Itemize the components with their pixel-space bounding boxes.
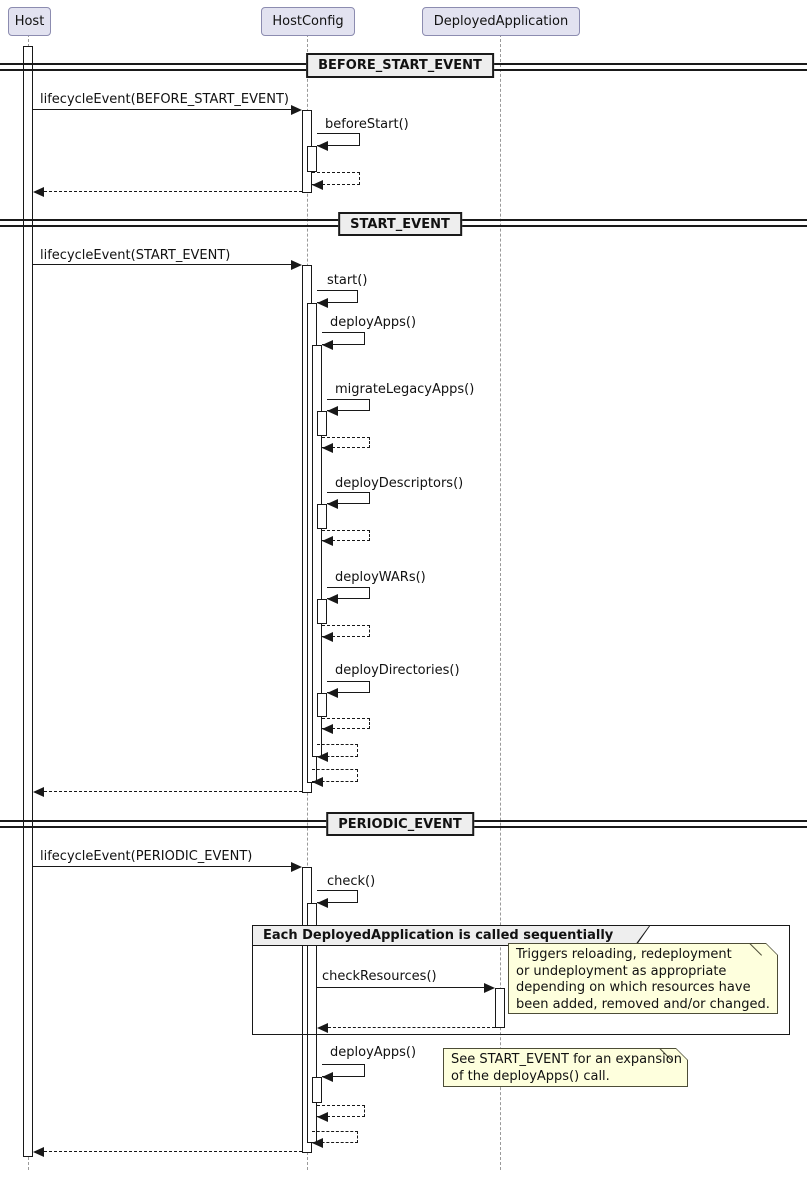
arrowhead-icon	[317, 1023, 328, 1033]
arrowhead-icon	[317, 752, 328, 762]
message-label: deployApps()	[330, 315, 417, 330]
group-frame-label: Each DeployedApplication is called seque…	[263, 928, 614, 943]
self-return-arrow	[317, 744, 358, 757]
message-arrow	[33, 109, 291, 110]
arrowhead-icon	[312, 180, 323, 190]
arrowhead-icon	[317, 898, 328, 908]
group-frame-header: Each DeployedApplication is called seque…	[253, 926, 650, 946]
lifeline-deployedapplication	[500, 34, 501, 1170]
divider-before-start-event: BEFORE_START_EVENT	[306, 53, 494, 78]
message-label: deployDirectories()	[335, 663, 460, 678]
activation-bar	[495, 988, 505, 1028]
self-message-arrow	[327, 681, 370, 693]
arrowhead-icon	[322, 632, 333, 642]
note-fill	[444, 1049, 687, 1086]
divider-label: START_EVENT	[350, 216, 450, 232]
self-return-arrow	[312, 769, 358, 782]
activation-bar	[317, 504, 327, 529]
message-arrow	[33, 866, 291, 867]
arrowhead-icon	[322, 1072, 333, 1082]
message-label: check()	[327, 874, 376, 889]
participant-deployedapplication-label: DeployedApplication	[433, 14, 569, 29]
arrowhead-icon	[484, 983, 495, 993]
self-message-arrow	[327, 587, 370, 599]
self-return-arrow	[322, 530, 370, 541]
activation-bar-host	[23, 46, 33, 1157]
activation-bar	[307, 146, 317, 172]
message-label: checkResources()	[322, 969, 437, 984]
arrowhead-icon	[33, 787, 44, 797]
activation-bar	[317, 411, 327, 436]
self-return-arrow	[322, 718, 370, 729]
message-arrow	[317, 987, 484, 988]
note-deploy-apps: See START_EVENT for an expansion of the …	[443, 1048, 688, 1087]
self-return-arrow	[312, 1131, 358, 1143]
note-text: See START_EVENT for an expansion of the …	[451, 1052, 682, 1084]
return-arrow	[44, 791, 302, 792]
divider-start-event: START_EVENT	[338, 212, 462, 236]
arrowhead-icon	[322, 724, 333, 734]
participant-host: Host	[8, 7, 51, 36]
message-label: beforeStart()	[325, 117, 409, 132]
message-label: deployDescriptors()	[335, 476, 464, 491]
participant-hostconfig-label: HostConfig	[272, 14, 344, 29]
participant-deployedapplication: DeployedApplication	[422, 7, 580, 36]
message-label: deployWARs()	[335, 570, 426, 585]
message-label: migrateLegacyApps()	[335, 382, 475, 397]
arrowhead-icon	[317, 141, 328, 151]
arrowhead-icon	[322, 340, 333, 350]
arrowhead-icon	[322, 536, 333, 546]
arrowhead-icon	[327, 499, 338, 509]
message-label: deployApps()	[330, 1045, 417, 1060]
participant-host-label: Host	[14, 14, 45, 29]
message-arrow	[33, 264, 291, 265]
arrowhead-icon	[33, 1147, 44, 1157]
self-message-arrow	[317, 133, 360, 146]
divider-label: BEFORE_START_EVENT	[318, 58, 482, 73]
group-frame-header-fill	[253, 926, 649, 945]
self-message-arrow	[317, 290, 358, 303]
self-return-arrow	[322, 625, 370, 637]
arrowhead-icon	[317, 1112, 328, 1122]
self-message-arrow	[322, 332, 365, 345]
self-return-arrow	[312, 172, 360, 185]
arrowhead-icon	[327, 688, 338, 698]
divider-periodic-event: PERIODIC_EVENT	[326, 812, 474, 836]
return-arrow	[44, 1151, 302, 1152]
self-message-arrow	[317, 890, 358, 903]
note-check-resources: Triggers reloading, redeployment or unde…	[508, 943, 778, 1014]
arrowhead-icon	[312, 777, 323, 787]
arrowhead-icon	[291, 105, 302, 115]
return-arrow	[44, 191, 302, 192]
message-label: lifecycleEvent(START_EVENT)	[40, 248, 231, 263]
arrowhead-icon	[327, 594, 338, 604]
group-frame: Each DeployedApplication is called seque…	[252, 925, 790, 1035]
arrowhead-icon	[322, 443, 333, 453]
self-message-arrow	[327, 399, 370, 411]
arrowhead-icon	[317, 298, 328, 308]
participant-hostconfig: HostConfig	[261, 7, 355, 36]
activation-bar	[317, 599, 327, 624]
self-return-arrow	[322, 437, 370, 448]
message-label: lifecycleEvent(BEFORE_START_EVENT)	[40, 92, 289, 107]
message-label: start()	[327, 273, 368, 288]
activation-bar	[317, 693, 327, 717]
arrowhead-icon	[291, 862, 302, 872]
return-arrow	[328, 1027, 495, 1028]
activation-bar	[312, 1077, 322, 1103]
self-message-arrow	[327, 492, 370, 504]
arrowhead-icon	[312, 1138, 323, 1148]
arrowhead-icon	[33, 187, 44, 197]
arrowhead-icon	[327, 406, 338, 416]
divider-label: PERIODIC_EVENT	[338, 816, 462, 832]
self-message-arrow	[322, 1064, 365, 1077]
arrowhead-icon	[291, 260, 302, 270]
message-label: lifecycleEvent(PERIODIC_EVENT)	[40, 849, 253, 864]
self-return-arrow	[317, 1105, 365, 1117]
note-text: Triggers reloading, redeployment or unde…	[516, 947, 770, 1012]
note-fill	[509, 944, 777, 1013]
